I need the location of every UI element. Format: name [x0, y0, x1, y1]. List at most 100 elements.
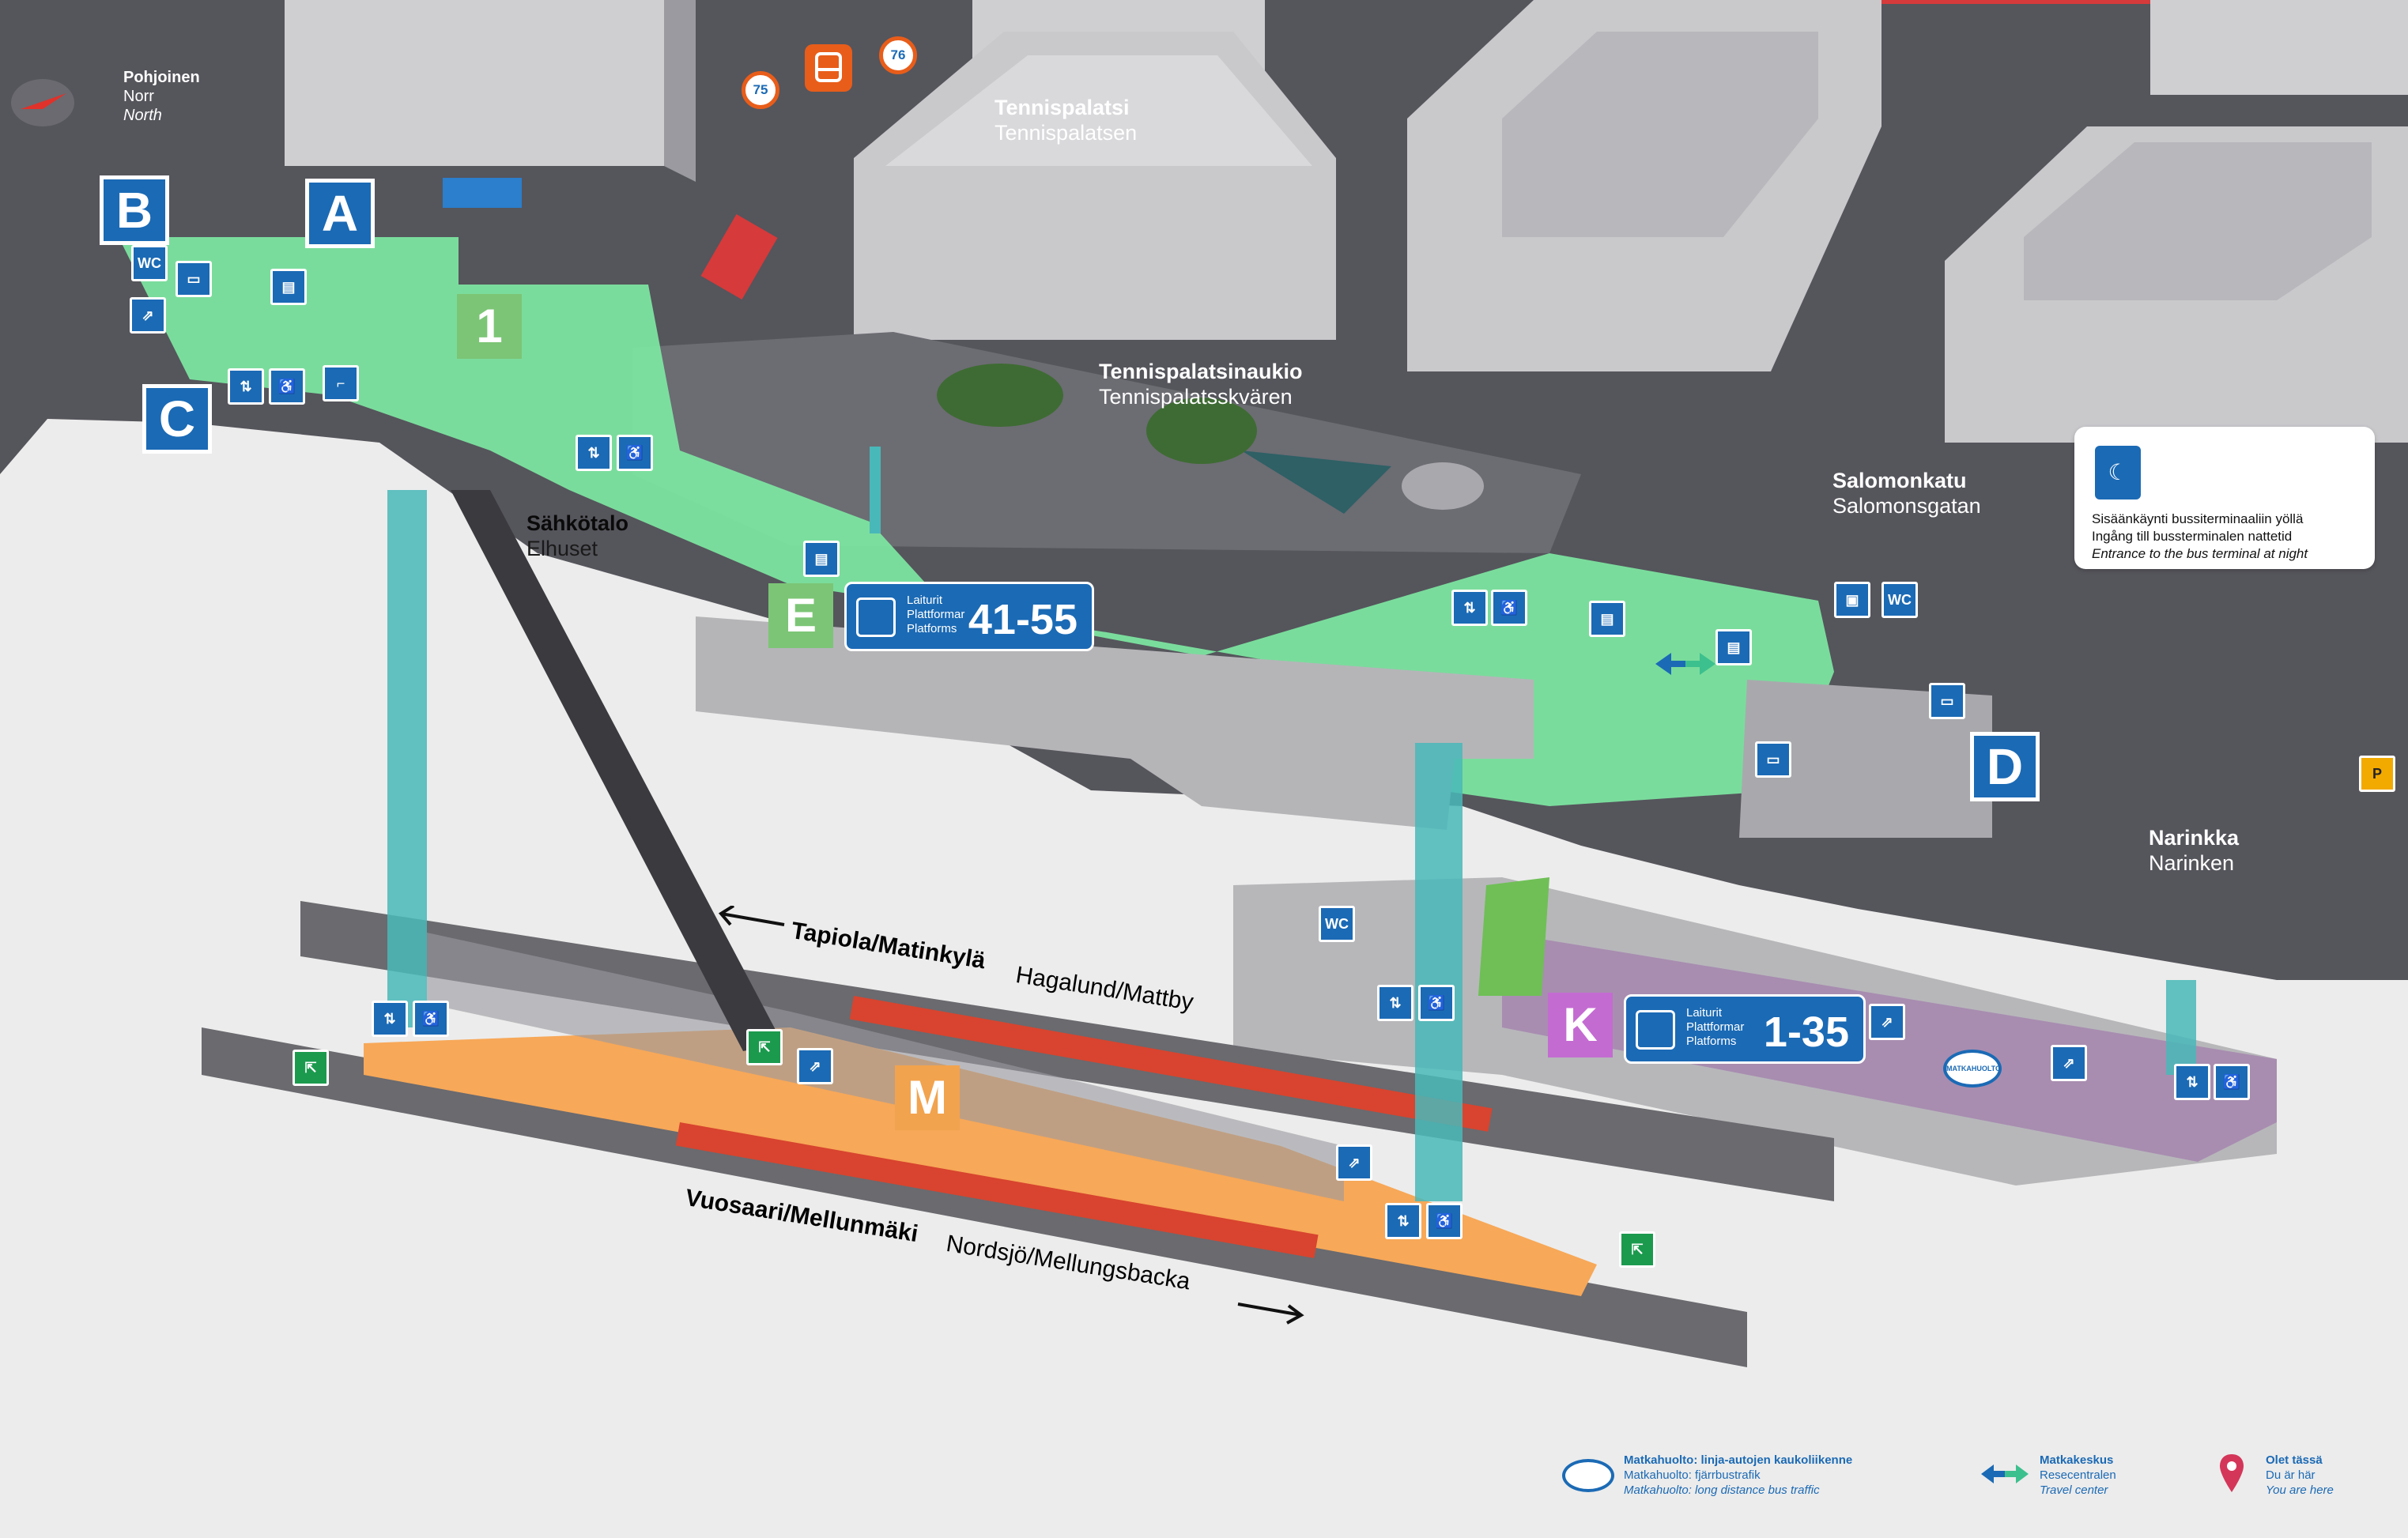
bus-icon — [856, 597, 896, 637]
escalator-icon-4: ⇗ — [797, 1048, 833, 1084]
platform-k-l2: Plattformar — [1686, 1020, 1744, 1035]
platform-e-l1: Laiturit — [907, 594, 964, 608]
round-skylight — [1402, 462, 1484, 510]
legend-matkakeskus-sv: Resecentralen — [2040, 1468, 2116, 1483]
elevator-shaft-small — [870, 447, 881, 533]
matkakeskus-symbol — [1655, 648, 1715, 680]
ticket-machine-icon-3: ▤ — [1589, 601, 1625, 637]
elevator-icon-3: ⇅ — [1451, 590, 1488, 626]
platform-e-range: 41-55 — [968, 595, 1078, 644]
ticket-icon-2: ▭ — [1929, 683, 1965, 719]
night-note-text: Sisäänkäynti bussiterminaaliin yöllä Ing… — [2092, 511, 2308, 563]
parking-bike-icon: P — [2359, 756, 2395, 792]
night-note-en: Entrance to the bus terminal at night — [2092, 546, 2308, 561]
arrow-left-icon — [716, 906, 787, 929]
platform-k-l3: Platforms — [1686, 1035, 1744, 1049]
accessible-icon-7: ♿ — [1426, 1203, 1463, 1239]
legend-here-fi: Olet tässä — [2266, 1453, 2334, 1468]
matkahuolto-sign: MATKAHUOLTO — [1943, 1050, 2002, 1088]
north-arrow-icon — [11, 79, 74, 126]
tennispalatsi-sv: Tennispalatsen — [995, 120, 1137, 145]
accessible-icon-4: ♿ — [1418, 985, 1455, 1021]
elevator-shaft-left — [387, 490, 427, 1027]
ticket-machine-icon: ▤ — [270, 269, 307, 305]
north-compass — [11, 79, 74, 126]
compass-fi: Pohjoinen — [123, 68, 200, 87]
entrance-e[interactable]: E — [768, 583, 833, 648]
emergency-exit-icon-2: ⇱ — [746, 1029, 783, 1065]
label-salomonkatu: Salomonkatu Salomonsgatan — [1832, 468, 1981, 519]
bus-icon-2 — [1636, 1010, 1675, 1050]
entrance-b[interactable]: B — [100, 175, 169, 245]
entrance-m[interactable]: M — [895, 1065, 960, 1130]
ticket-icon-3: ▭ — [1755, 741, 1791, 778]
stairs-icon: ⌐ — [323, 365, 359, 401]
label-narinkka: Narinkka Narinken — [2149, 825, 2239, 876]
emergency-exit-icon-3: ⇱ — [1619, 1231, 1655, 1268]
escalator-icon: ⇗ — [130, 297, 166, 334]
wc-icon-3: WC — [1319, 906, 1355, 942]
night-entrance-note: ☾ Sisäänkäynti bussiterminaaliin yöllä I… — [2074, 427, 2375, 569]
legend-matkahuolto-fi: Matkahuolto: linja-autojen kaukoliikenne — [1624, 1453, 1852, 1468]
entrance-a[interactable]: A — [305, 179, 375, 248]
compass-sv: Norr — [123, 87, 200, 106]
compass-en: North — [123, 106, 200, 125]
accessible-icon-3: ♿ — [1491, 590, 1527, 626]
legend-matkahuolto: Matkahuolto: linja-autojen kaukoliikenne… — [1624, 1453, 1852, 1498]
entrance-k[interactable]: K — [1548, 993, 1613, 1057]
legend-matkakeskus-fi: Matkakeskus — [2040, 1453, 2116, 1468]
elevator-shaft-right — [2166, 980, 2196, 1075]
elevator-shaft-center — [1415, 743, 1463, 1201]
night-note-fi: Sisäänkäynti bussiterminaaliin yöllä — [2092, 511, 2308, 528]
accessible-icon-5: ♿ — [2214, 1064, 2250, 1100]
legend-matkakeskus: Matkakeskus Resecentralen Travel center — [2040, 1453, 2116, 1498]
aukio-sv: Tennispalatsskvären — [1099, 384, 1303, 409]
accessible-icon-2: ♿ — [617, 435, 653, 471]
entrance-c[interactable]: C — [142, 384, 212, 454]
salomonkatu-fi: Salomonkatu — [1832, 468, 1981, 493]
building-top-left — [285, 0, 664, 166]
bus-route-76: 76 — [879, 36, 917, 74]
elevator-icon-7: ⇅ — [1385, 1203, 1421, 1239]
building-top-right — [2150, 0, 2408, 95]
legend-matkakeskus-en: Travel center — [2040, 1483, 2108, 1497]
entrance-d[interactable]: D — [1970, 732, 2040, 801]
green-passage-tube — [1478, 877, 1549, 996]
wc-icon-2: WC — [1881, 582, 1918, 618]
escalator-icon-5: ⇗ — [1336, 1144, 1372, 1181]
legend-matkakeskus-icon — [1981, 1461, 2029, 1487]
ticket-icon: ▭ — [176, 261, 212, 297]
sahkotalo-fi: Sähkötalo — [527, 511, 628, 536]
elevator-icon: ⇅ — [228, 368, 264, 405]
narinkka-fi: Narinkka — [2149, 825, 2239, 850]
night-bus-icon: ☾ — [2095, 446, 2141, 499]
ticket-machine-icon-4: ▤ — [1715, 629, 1752, 665]
legend-here-en: You are here — [2266, 1483, 2334, 1497]
entrance-1[interactable]: 1 — [457, 294, 522, 359]
accessible-icon-6: ♿ — [413, 1001, 449, 1037]
platform-sign-k: Laiturit Plattformar Platforms 1-35 — [1624, 994, 1866, 1064]
legend-matkahuolto-icon — [1562, 1459, 1614, 1492]
bus-blue-street — [443, 178, 522, 208]
matkahuolto-sign-text: MATKAHUOLTO — [1946, 1065, 2001, 1072]
elevator-icon-4: ⇅ — [1377, 985, 1413, 1021]
label-tennispalatsi: Tennispalatsi Tennispalatsen — [995, 95, 1137, 146]
platform-sign-e: Laiturit Plattformar Platforms 41-55 — [844, 582, 1094, 651]
arrow-right-icon — [1235, 1296, 1306, 1325]
emergency-exit-icon: ⇱ — [293, 1050, 329, 1086]
legend-here: Olet tässä Du är här You are here — [2266, 1453, 2334, 1498]
elevator-icon-2: ⇅ — [576, 435, 612, 471]
legend-matkahuolto-en: Matkahuolto: long distance bus traffic — [1624, 1483, 1820, 1497]
building-top-left-side — [664, 0, 696, 182]
label-sahkotalo: Sähkötalo Elhuset — [527, 511, 628, 562]
sahkotalo-sv: Elhuset — [527, 536, 628, 561]
luggage-icon: ▣ — [1834, 582, 1870, 618]
escalator-icon-2: ⇗ — [1869, 1004, 1905, 1040]
label-aukio: Tennispalatsinaukio Tennispalatsskvären — [1099, 359, 1303, 410]
bus-stop-icon — [805, 44, 852, 92]
platform-e-l2: Plattformar — [907, 608, 964, 622]
wc-icon: WC — [131, 245, 168, 281]
accessible-icon: ♿ — [269, 368, 305, 405]
platform-k-range: 1-35 — [1764, 1008, 1849, 1057]
